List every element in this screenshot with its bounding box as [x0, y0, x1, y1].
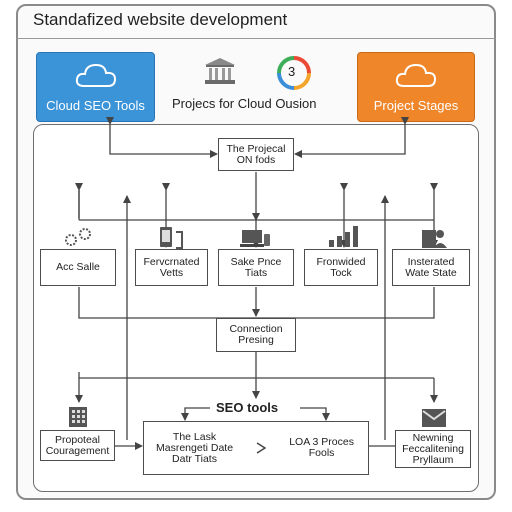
- node-insterated: Insterated Wate State: [392, 249, 470, 286]
- node-line: Fervcrnated: [143, 255, 200, 268]
- cloud-seo-tools-label: Cloud SEO Tools: [46, 98, 145, 113]
- node-line: Fools: [308, 447, 335, 459]
- node-line: Connection: [229, 323, 283, 335]
- node-line: Propoteal: [55, 433, 100, 446]
- node-line: Wate State: [405, 266, 457, 279]
- seo-right-text: LOA 3 Proces Fools: [289, 437, 354, 459]
- node-line: Masrengeti Date: [156, 441, 234, 454]
- circular-badge-icon: [277, 56, 311, 90]
- node-line: LOA 3 Proces: [289, 436, 354, 448]
- bank-icon: [205, 58, 235, 84]
- node-line: Presing: [238, 334, 274, 346]
- node-fervcrnated: Fervcrnated Vetts: [135, 249, 208, 286]
- node-line: The Lask: [172, 430, 217, 443]
- node-line: Pryllaum: [412, 453, 454, 466]
- node-line: Feccalitening: [402, 442, 464, 455]
- node-line: Sake Pnce: [230, 255, 282, 268]
- node-line: Insterated: [407, 255, 455, 268]
- node-project-tools: The Projecal ON fods: [218, 138, 294, 171]
- project-stages-label: Project Stages: [373, 98, 459, 113]
- seo-tools-label: SEO tools: [216, 400, 279, 415]
- node-line: The Projecal: [226, 142, 286, 155]
- node-line: Couragement: [45, 444, 110, 457]
- center-heading: Projecs for Cloud Ousion: [172, 96, 317, 111]
- node-sake-pnce: Sake Pnce Tiats: [218, 249, 294, 286]
- node-newning: Newning Feccalitening Pryllaum: [395, 430, 471, 468]
- cloud-icon: [75, 63, 117, 87]
- node-line: ON fods: [236, 153, 276, 166]
- page-title: Standafized website development: [33, 10, 288, 29]
- node-acc-salle: Acc Salle: [40, 249, 116, 286]
- person-chart-icon: [422, 230, 447, 248]
- node-seo-tools-group: The Lask Masrengeti Date Datr Tiats LOA …: [143, 421, 369, 475]
- node-line: Tock: [330, 266, 352, 279]
- node-line: Tiats: [244, 266, 268, 279]
- node-connection: Connection Presing: [216, 318, 296, 352]
- node-line: Vetts: [159, 266, 184, 279]
- seo-left-text: The Lask Masrengeti Date Datr Tiats: [156, 430, 234, 465]
- envelope-icon: [422, 409, 446, 427]
- node-line: Newning: [412, 431, 454, 444]
- node-fronwided: Fronwided Tock: [304, 249, 378, 286]
- project-stages-card: Project Stages: [357, 52, 475, 122]
- grid-calculator-icon: [69, 407, 87, 427]
- node-line: Fronwided: [316, 255, 366, 268]
- node-line: Datr Tiats: [172, 452, 217, 465]
- devices-icon: [240, 230, 270, 247]
- badge-number: 3: [288, 64, 296, 79]
- tablet-icon: [160, 227, 183, 249]
- cloud-seo-tools-card: Cloud SEO Tools: [36, 52, 155, 122]
- gears-icon: [65, 228, 91, 246]
- bar-chart-icon: [329, 226, 358, 247]
- node-line: Acc Salle: [56, 261, 100, 273]
- title-divider: [17, 38, 495, 39]
- play-arrow-icon: [256, 442, 267, 454]
- node-propoteal: Propoteal Couragement: [40, 430, 115, 461]
- cloud-icon: [395, 63, 437, 87]
